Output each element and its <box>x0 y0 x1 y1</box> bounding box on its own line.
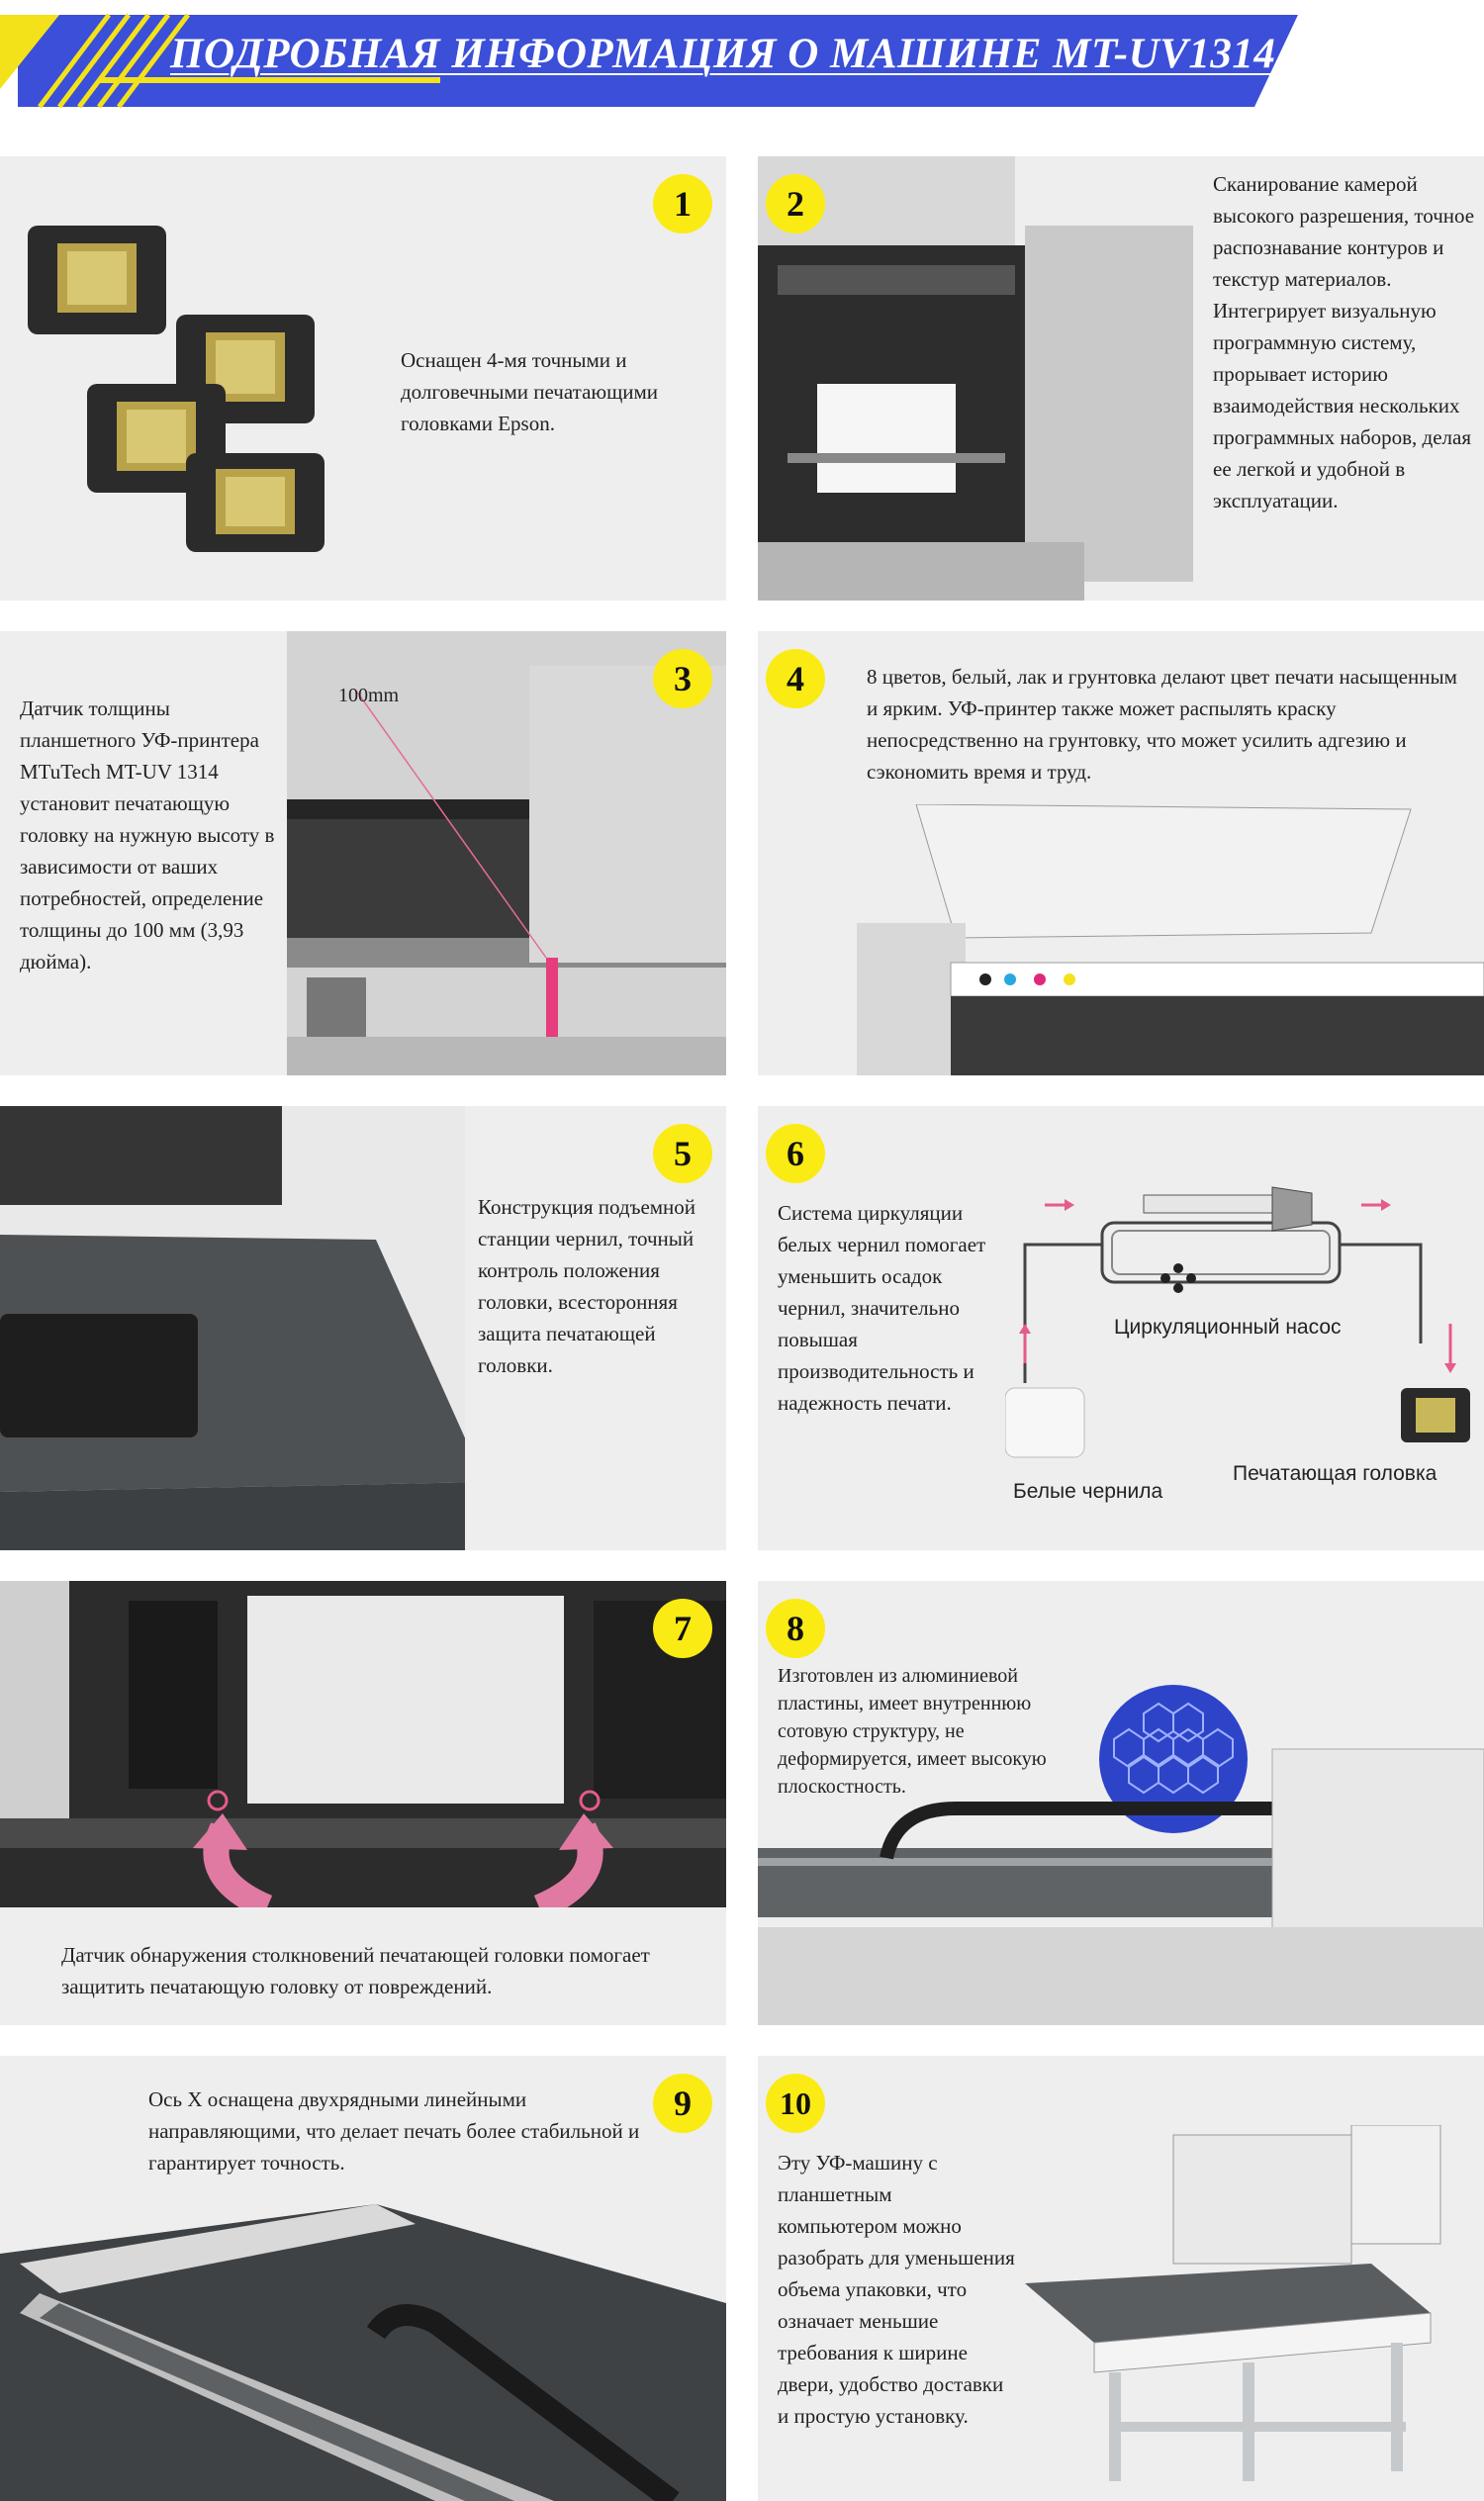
camera-scanner-image <box>758 156 1193 601</box>
feature-number-3: 3 <box>653 649 712 708</box>
feature-text-4: 8 цветов, белый, лак и грунтовка делают … <box>867 665 1457 784</box>
feature-number-1: 1 <box>653 174 712 233</box>
thickness-sensor-image <box>287 631 726 1075</box>
printhead-label: Печатающая головка <box>1233 1462 1438 1485</box>
feature-number-4: 4 <box>766 649 825 708</box>
printheads-image <box>28 226 325 552</box>
feature-text-3: Датчик толщины планшетного УФ-принтера M… <box>20 696 275 973</box>
header-banner: ПОДРОБНАЯ ИНФОРМАЦИЯ О МАШИНЕ MT-UV1314 <box>0 0 1484 109</box>
feature-number-2: 2 <box>766 174 825 233</box>
white-ink-label: Белые чернила <box>1013 1480 1163 1503</box>
feature-panel-1: Оснащен 4-мя точными и долговечными печа… <box>0 156 726 601</box>
feature-panel-6: Система циркуляции белых чернил помогает… <box>758 1106 1484 1550</box>
feature-text-7: Датчик обнаружения столкновений печатающ… <box>61 1943 650 1998</box>
feature-number-7: 7 <box>653 1599 712 1658</box>
banner-graphic <box>0 13 1298 109</box>
feature-text-5: Конструкция подъемной станции чернил, то… <box>478 1195 696 1377</box>
feature-panel-4: 8 цветов, белый, лак и грунтовка делают … <box>758 631 1484 1075</box>
feature-number-9: 9 <box>653 2074 712 2133</box>
feature-panel-7: Датчик обнаружения столкновений печатающ… <box>0 1581 726 2025</box>
feature-panel-8: Изготовлен из алюминиевой пластины, имее… <box>758 1581 1484 2025</box>
white-ink-circulation-diagram <box>1005 1186 1470 1458</box>
measure-label: 100mm <box>338 685 400 706</box>
feature-number-10: 10 <box>766 2074 825 2133</box>
pump-label: Циркуляционный насос <box>1114 1316 1342 1339</box>
linear-guide-image <box>0 2204 726 2501</box>
capping-station-image <box>0 1106 465 1550</box>
feature-number-5: 5 <box>653 1124 712 1183</box>
ink-station-image <box>857 804 1484 1075</box>
feature-panel-10: Эту УФ-машину с планшетным компьютером м… <box>758 2056 1484 2501</box>
feature-panel-3: Датчик толщины планшетного УФ-принтера M… <box>0 631 726 1075</box>
feature-panel-5: Конструкция подъемной станции чернил, то… <box>0 1106 726 1550</box>
feature-text-1: Оснащен 4-мя точными и долговечными печа… <box>401 348 659 435</box>
feature-panel-2: Сканирование камерой высокого разрешения… <box>758 156 1484 601</box>
honeycomb-platform-image <box>758 1685 1484 2025</box>
feature-text-9: Ось X оснащена двухрядными линейными нап… <box>148 2087 640 2175</box>
uv-printer-machine-image <box>1025 2125 1441 2481</box>
feature-number-8: 8 <box>766 1599 825 1658</box>
feature-text-10: Эту УФ-машину с планшетным компьютером м… <box>778 2151 1015 2428</box>
feature-panel-9: Ось X оснащена двухрядными линейными нап… <box>0 2056 726 2501</box>
page-title: ПОДРОБНАЯ ИНФОРМАЦИЯ О МАШИНЕ MT-UV1314 <box>170 31 1276 77</box>
feature-text-6: Система циркуляции белых чернил помогает… <box>778 1201 986 1415</box>
feature-number-6: 6 <box>766 1124 825 1183</box>
collision-sensor-image <box>0 1581 726 1907</box>
feature-text-2: Сканирование камерой высокого разрешения… <box>1213 172 1475 512</box>
feature-text-8: Изготовлен из алюминиевой пластины, имее… <box>778 1665 1047 1798</box>
